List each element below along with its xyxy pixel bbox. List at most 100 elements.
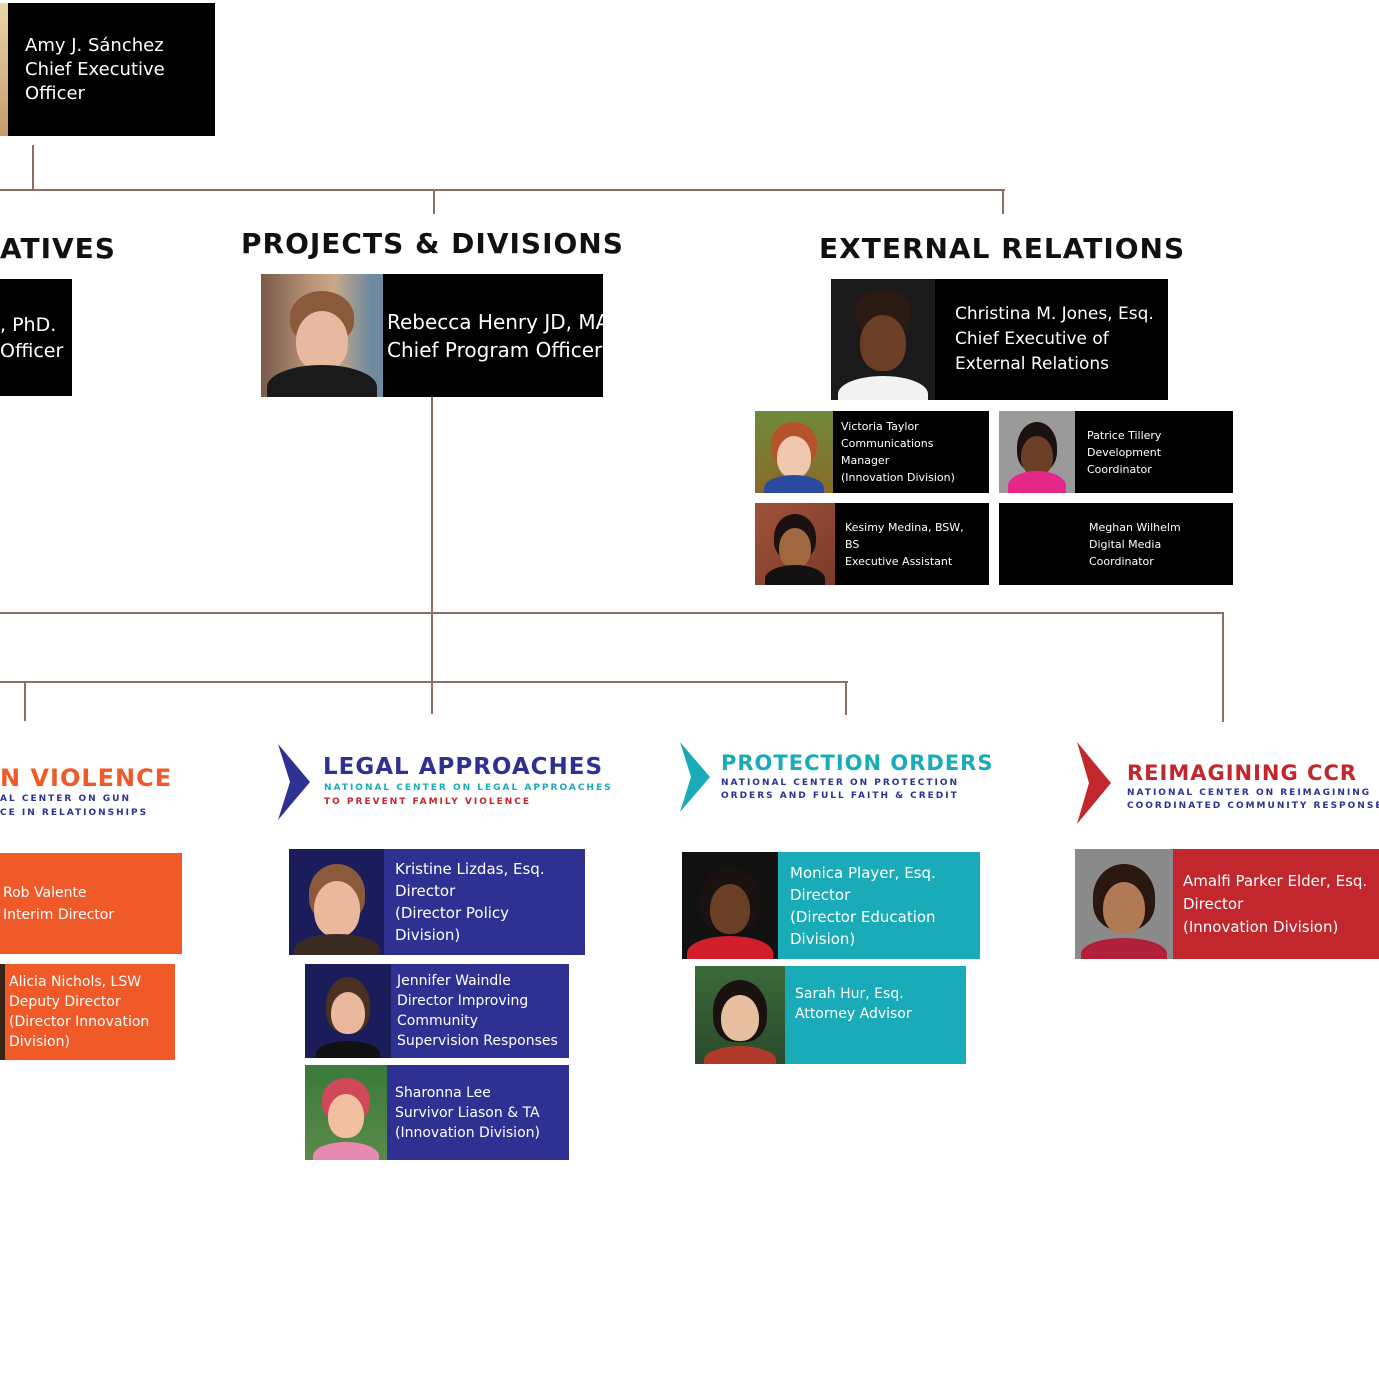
staff-line: Kesimy Medina, BSW, [845, 520, 964, 534]
staff-line: Meghan Wilhelm [1089, 520, 1181, 534]
staff-line: (Director Policy [395, 904, 510, 922]
staff-line: Coordinator [1089, 554, 1154, 568]
gun-violence-subtitle1: AL CENTER ON GUN [0, 794, 132, 804]
legal-staff-card: Sharonna Lee Survivor Liason & TA (Innov… [305, 1065, 569, 1160]
connector-ceo-down [32, 145, 34, 191]
external-staff-card: Patrice Tillery Development Coordinator [997, 409, 1235, 495]
external-head-card: Christina M. Jones, Esq. Chief Executive… [831, 279, 1168, 400]
staff-line: Executive Assistant [845, 554, 953, 568]
staff-line: (Director Education [790, 907, 936, 926]
ccr-subtitle2: COORDINATED COMMUNITY RESPONSE [1127, 801, 1379, 811]
staff-photo [305, 964, 391, 1058]
ccr-title: REIMAGINING CCR [1127, 761, 1358, 785]
protection-subtitle2: ORDERS AND FULL FAITH & CREDIT [721, 791, 959, 801]
staff-line: Interim Director [3, 906, 115, 923]
staff-line: Development [1087, 445, 1162, 459]
staff-photo [695, 966, 785, 1064]
legal-chevron-icon [278, 744, 310, 820]
ceo-title-line2: Officer [25, 82, 85, 104]
staff-line: Attorney Advisor [795, 1006, 912, 1022]
staff-line: Patrice Tillery [1087, 428, 1162, 442]
protection-staff-card: Monica Player, Esq. Director (Director E… [682, 852, 980, 959]
external-staff-card: Kesimy Medina, BSW, BS Executive Assista… [753, 501, 991, 587]
staff-line: Supervision Responses [397, 1033, 558, 1049]
staff-line: Community [397, 1013, 479, 1029]
staff-photo [305, 1065, 387, 1160]
left-officer-line2: Officer [0, 339, 64, 362]
projects-section-heading: PROJECTS & DIVISIONS [241, 227, 624, 260]
staff-line: Director [395, 882, 456, 900]
external-head-photo [831, 279, 935, 400]
connector-gun-drop [24, 681, 26, 721]
ccr-chevron-icon [1077, 742, 1111, 824]
protection-staff-card: Sarah Hur, Esq. Attorney Advisor [695, 966, 966, 1064]
external-head-name: Christina M. Jones, Esq. [955, 304, 1154, 324]
external-head-title-line1: Chief Executive of [955, 329, 1109, 349]
staff-line: Jennifer Waindle [397, 973, 511, 989]
cpo-photo [261, 274, 383, 397]
cpo-card: Rebecca Henry JD, MA Chief Program Offic… [261, 274, 603, 397]
connector-ccr-drop [1222, 612, 1224, 722]
ceo-card: Amy J. Sánchez Chief Executive Officer [0, 3, 215, 136]
staff-line: Director [1183, 894, 1244, 913]
staff-photo [0, 964, 5, 1060]
ccr-staff-card: Amalfi Parker Elder, Esq. Director (Inno… [1075, 849, 1379, 959]
cpo-title: Chief Program Officer [387, 337, 603, 362]
staff-line: Alicia Nichols, LSW [9, 974, 142, 990]
connector-top-horizontal [0, 189, 1005, 191]
legal-subtitle2: TO PREVENT FAMILY VIOLENCE [324, 797, 532, 807]
external-staff-card: Meghan Wilhelm Digital Media Coordinator [997, 501, 1235, 587]
staff-line: BS [845, 537, 860, 551]
external-head-title-line2: External Relations [955, 354, 1110, 374]
staff-line: Coordinator [1087, 462, 1152, 476]
staff-line: Kristine Lizdas, Esq. [395, 860, 545, 878]
ceo-photo [0, 3, 8, 136]
staff-line: Deputy Director [9, 994, 121, 1010]
ceo-title-line1: Chief Executive [25, 58, 165, 80]
staff-line: Manager [841, 454, 890, 467]
ceo-name: Amy J. Sánchez [25, 34, 164, 56]
left-officer-card: , PhD. Officer [0, 279, 72, 396]
gun-violence-staff-card: Rob Valente Interim Director [0, 853, 182, 954]
legal-title: LEGAL APPROACHES [323, 754, 604, 780]
staff-line: Director [790, 885, 851, 904]
staff-photo [755, 503, 835, 585]
staff-line: Survivor Liason & TA [395, 1104, 540, 1121]
connector-protection-drop [845, 681, 847, 715]
legal-staff-card: Jennifer Waindle Director Improving Comm… [305, 964, 569, 1058]
external-section-heading: EXTERNAL RELATIONS [819, 232, 1186, 265]
staff-line: Division) [790, 929, 856, 948]
gun-violence-staff-card: Alicia Nichols, LSW Deputy Director (Dir… [0, 964, 175, 1060]
staff-line: Amalfi Parker Elder, Esq. [1183, 871, 1368, 890]
staff-line: (Innovation Division) [1183, 917, 1339, 936]
staff-line: Sharonna Lee [395, 1084, 491, 1101]
staff-line: (Director Innovation [9, 1014, 150, 1030]
staff-line: Division) [395, 926, 461, 944]
staff-photo [755, 411, 833, 493]
legal-subtitle1: NATIONAL CENTER ON LEGAL APPROACHES [324, 783, 613, 793]
staff-line: Monica Player, Esq. [790, 863, 936, 882]
staff-line: Director Improving [397, 993, 529, 1009]
legal-staff-card: Kristine Lizdas, Esq. Director (Director… [289, 849, 585, 955]
protection-chevron-icon [680, 742, 710, 812]
gun-violence-subtitle2: CE IN RELATIONSHIPS [0, 808, 149, 818]
staff-photo [999, 411, 1075, 493]
connector-low-horizontal [0, 681, 848, 683]
left-officer-line1: , PhD. [0, 313, 57, 336]
staff-photo [1075, 849, 1173, 959]
connector-external-drop [1002, 189, 1004, 214]
external-staff-card: Victoria Taylor Communications Manager (… [753, 409, 991, 495]
protection-title: PROTECTION ORDERS [721, 751, 994, 775]
staff-line: Digital Media [1089, 537, 1162, 551]
connector-mid-horizontal [0, 612, 1224, 614]
staff-photo [289, 849, 384, 955]
staff-line: Victoria Taylor [841, 420, 919, 433]
gun-violence-title: N VIOLENCE [0, 764, 173, 792]
cpo-name: Rebecca Henry JD, MA [387, 309, 603, 334]
staff-photo [682, 852, 778, 959]
connector-cpo-trunk [431, 396, 433, 714]
staff-line: Sarah Hur, Esq. [795, 986, 904, 1002]
connector-projects-drop [433, 189, 435, 214]
staff-line: (Innovation Division) [395, 1124, 540, 1141]
staff-line: Communications [841, 437, 934, 450]
